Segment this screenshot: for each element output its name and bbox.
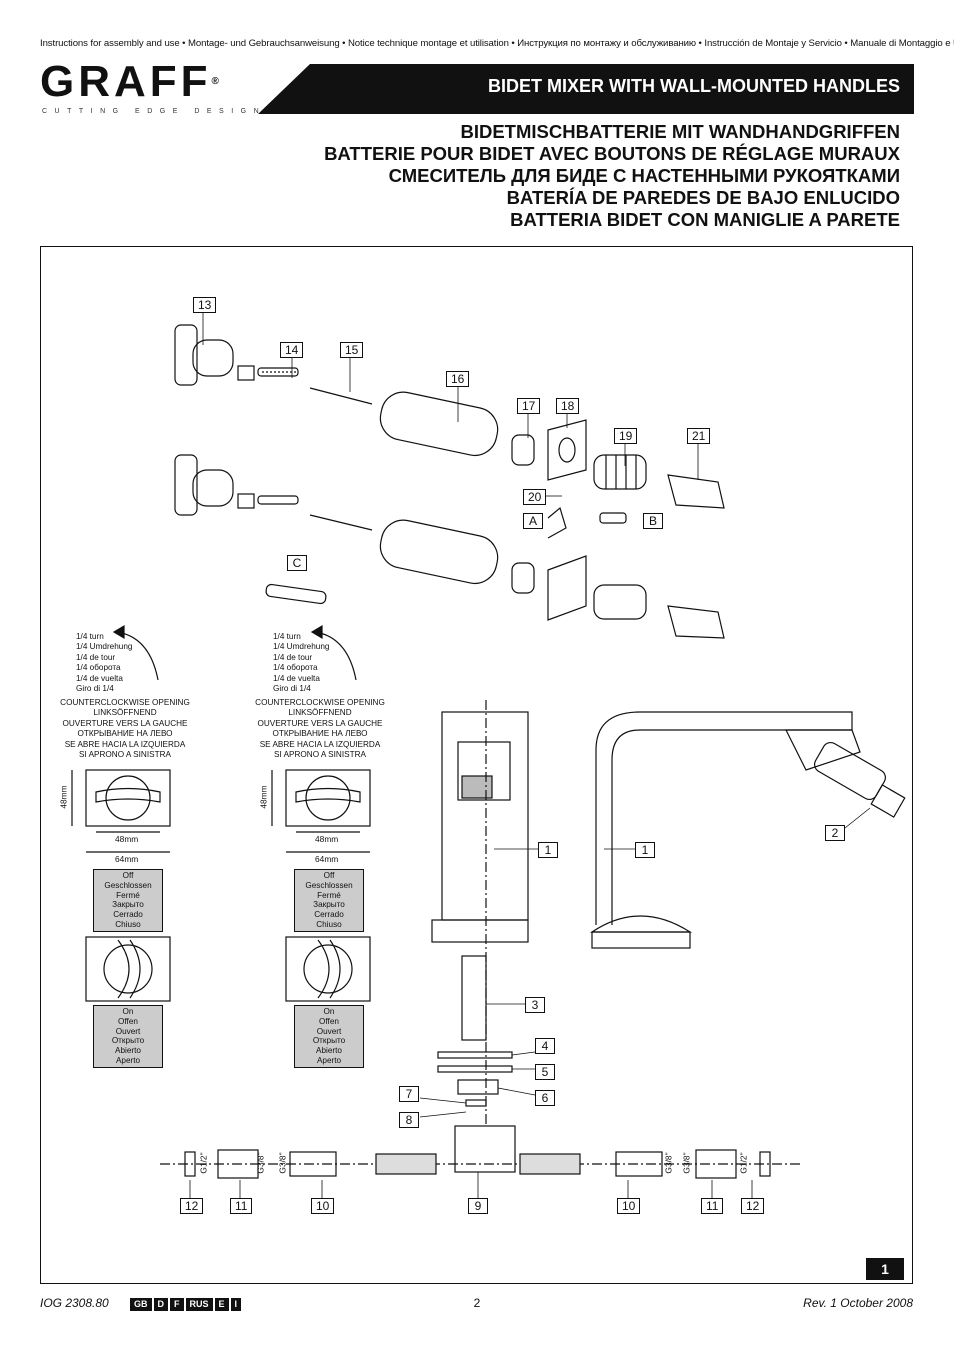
subtitle-es: BATERÍA DE PAREDES DE BAJO ENLUCIDO [506, 187, 900, 208]
part-label-14: 14 [280, 342, 304, 358]
part-label-5: 5 [535, 1064, 555, 1080]
subtitle-it: BATTERIA BIDET CON MANIGLIE A PARETE [510, 209, 900, 230]
part-label-2: 2 [825, 825, 845, 841]
part-label-12-right: 12 [741, 1198, 765, 1214]
thread-label-g12-left: G1/2" [198, 1152, 209, 1174]
part-label-9: 9 [468, 1198, 488, 1214]
part-label-1-front: 1 [538, 842, 558, 858]
thread-label-g38-right-b: G3/8" [681, 1152, 692, 1174]
part-label-7: 7 [399, 1086, 419, 1102]
spindle-extension-upper [257, 367, 373, 405]
thread-label-g38-left-a: G3/8" [255, 1152, 266, 1174]
handle-plate-off-right [285, 769, 371, 827]
subtitle-ru: СМЕСИТЕЛЬ ДЛЯ БИДЕ С НАСТЕННЫМИ РУКОЯТКА… [388, 165, 900, 186]
gasket [437, 1051, 513, 1059]
inner-width-dimension-left: 48mm [115, 834, 139, 844]
part-label-a: A [523, 513, 543, 529]
part-label-20: 20 [523, 489, 547, 505]
part-label-10-right: 10 [617, 1198, 641, 1214]
part-label-4: 4 [535, 1038, 555, 1054]
hex-key-tool [547, 506, 567, 539]
handle-upper [667, 474, 725, 509]
spout-body-side [590, 711, 906, 949]
figure-number: 1 [866, 1258, 904, 1280]
subtitle-de: BIDETMISCHBATTERIE MIT WANDHANDGRIFFEN [460, 121, 900, 142]
document-id: IOG 2308.80 [40, 1296, 109, 1310]
cartridge-upper [593, 454, 647, 490]
lang-i: I [230, 1298, 242, 1311]
thread-label-g38-left-b: G3/8" [277, 1152, 288, 1174]
title-banner [258, 64, 914, 114]
part-label-8: 8 [399, 1112, 419, 1128]
document-title: BIDET MIXER WITH WALL-MOUNTED HANDLES [488, 76, 900, 96]
wall-valve-body-upper [174, 324, 255, 386]
exploded-diagram-frame [40, 246, 913, 1284]
part-label-6: 6 [535, 1090, 555, 1106]
lang-d: D [153, 1298, 168, 1311]
insert-tool-b [599, 512, 627, 524]
hose-assembly [160, 1125, 800, 1179]
height-dimension-left: 48mm [58, 785, 69, 809]
page-number: 2 [473, 1296, 481, 1310]
insert-tool-c [265, 583, 327, 605]
fixing-nut [457, 1079, 499, 1095]
graff-logo: GRAFF® [40, 57, 219, 106]
thread-label-g12-right: G1/2" [738, 1152, 749, 1174]
part-label-12-left: 12 [180, 1198, 204, 1214]
part-label-13: 13 [193, 297, 217, 313]
part-label-10-left: 10 [311, 1198, 335, 1214]
o-ring [465, 1099, 487, 1107]
lang-gb: GB [130, 1298, 152, 1311]
language-codes: GB D F RUS E I [130, 1298, 242, 1311]
lang-rus: RUS [185, 1298, 213, 1311]
lang-e: E [214, 1298, 229, 1311]
thread-label-g38-right-a: G3/8" [663, 1152, 674, 1174]
part-label-21: 21 [687, 428, 711, 444]
threaded-shank [461, 955, 487, 1041]
revision-date: Rev. 1 October 2008 [803, 1296, 913, 1310]
logo-tagline: CUTTING EDGE DESIGN [42, 108, 267, 115]
handle-plate-on-left [85, 936, 171, 1002]
outer-width-dimension-left: 64mm [115, 854, 139, 864]
part-label-18: 18 [556, 398, 580, 414]
translated-titles: BIDETMISCHBATTERIE MIT WANDHANDGRIFFEN B… [300, 121, 900, 231]
part-label-b: B [643, 513, 663, 529]
part-label-17: 17 [517, 398, 541, 414]
outer-width-dimension-right: 64mm [315, 854, 339, 864]
part-label-11-left: 11 [230, 1198, 253, 1214]
instructions-line: Instructions for assembly and use • Mont… [40, 38, 954, 49]
lang-f: F [170, 1298, 184, 1311]
spout-body-front [431, 700, 529, 1125]
part-label-c: C [287, 555, 307, 571]
part-label-11-right: 11 [701, 1198, 724, 1214]
sleeve-upper [379, 391, 499, 457]
washer-and-plate-upper [511, 419, 587, 481]
handle-plate-off-left [85, 769, 171, 827]
inner-width-dimension-right: 48mm [315, 834, 339, 844]
washer [437, 1065, 513, 1073]
part-label-1-side: 1 [635, 842, 655, 858]
handle-plate-on-right [285, 936, 371, 1002]
wall-valve-body-lower [174, 454, 725, 639]
part-label-3: 3 [525, 997, 545, 1013]
subtitle-fr: BATTERIE POUR BIDET AVEC BOUTONS DE RÉGL… [324, 143, 900, 164]
part-label-16: 16 [446, 371, 470, 387]
height-dimension-right: 48mm [258, 785, 269, 809]
part-label-19: 19 [614, 428, 638, 444]
part-label-15: 15 [340, 342, 364, 358]
